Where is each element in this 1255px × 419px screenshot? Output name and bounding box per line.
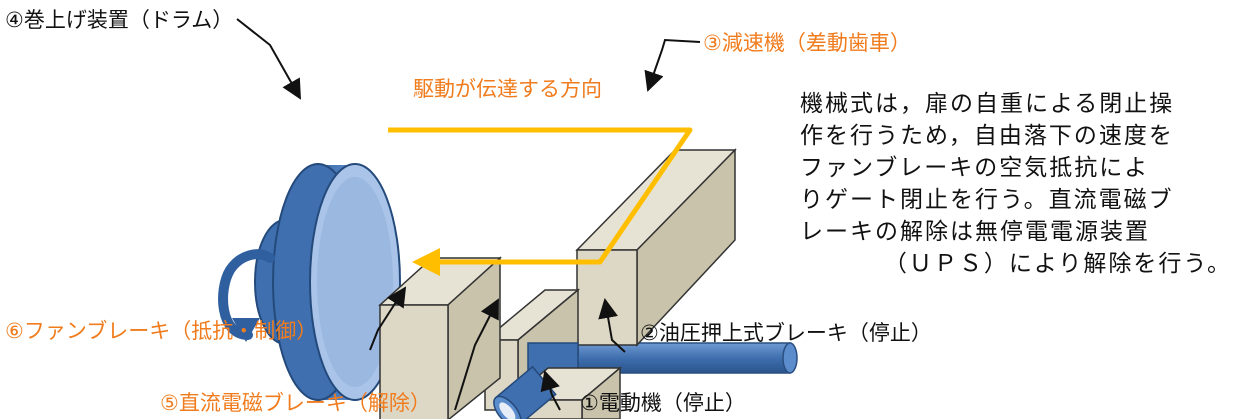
label-drum: ④巻上げ装置（ドラム） — [5, 8, 234, 32]
label-direction: 駆動が伝達する方向 — [413, 77, 602, 101]
leader-motor — [540, 370, 561, 411]
description-line: 作を行うため，自由落下の速度を — [800, 123, 1174, 149]
leader-drum — [236, 18, 301, 100]
leader-hydraulic-brake — [598, 298, 626, 353]
label-hydraulic-brake: ②油圧押上式ブレーキ（停止） — [640, 321, 932, 345]
leader-reducer — [644, 38, 701, 92]
reducer-box-front — [576, 249, 638, 346]
label-dc-brake: ⑤直流電磁ブレーキ（解除） — [160, 391, 431, 415]
transmission-arrow-head — [412, 248, 440, 276]
drum-face-inner — [317, 177, 393, 387]
hydraulic-brake-side — [581, 366, 621, 419]
leader-dc-brake — [454, 298, 499, 411]
label-reducer: ③減速機（差動歯車） — [703, 31, 911, 55]
rotation-arrow-head — [232, 318, 260, 342]
description-line: レーキの解除は無停電電源装置 — [800, 219, 1150, 245]
rotation-arrow-icon — [218, 249, 275, 340]
label-motor: ①電動機（停止） — [580, 391, 746, 415]
leader-fan-brake — [369, 286, 407, 351]
description-line: （ＵＰＳ）により解除を行う。 — [883, 251, 1232, 277]
description-line: ファンブレーキの空気抵抗によ — [800, 155, 1150, 181]
description-line: 機械式は，扉の自重による閉止操 — [800, 91, 1175, 117]
description-line: りゲート閉止を行う。直流電磁ブ — [800, 187, 1174, 213]
label-fan-brake: ⑥ファンブレーキ（抵抗・制御） — [5, 319, 318, 343]
shaft-end — [782, 342, 798, 374]
transmission-path — [388, 127, 693, 265]
fan-brake-front — [379, 304, 449, 419]
description-text: 機械式は，扉の自重による閉止操 作を行うため，自由落下の速度を ファンブレーキの… — [800, 88, 1240, 280]
